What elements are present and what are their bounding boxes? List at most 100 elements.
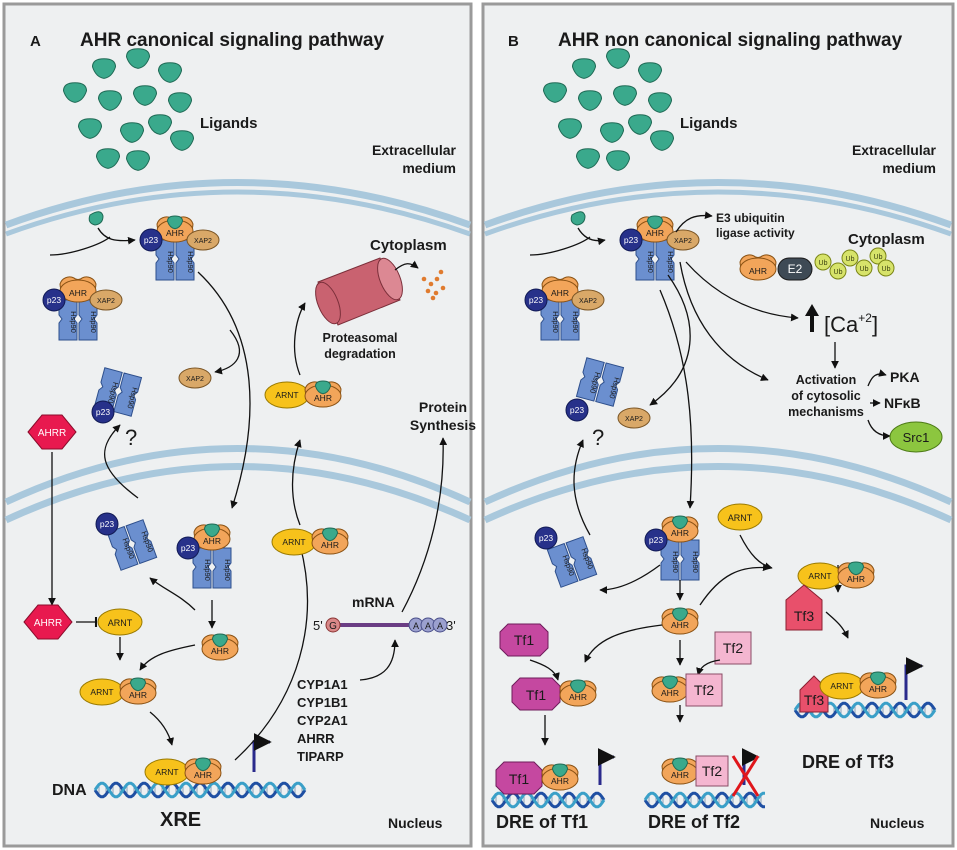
ligand-bind-arrow-a [97,227,136,245]
ahr-label: AHR [847,574,865,584]
question-mark-a: ? [125,425,137,450]
protein-synthesis-label-1: Protein [419,399,467,415]
ligand-icon [599,122,625,143]
ligand-icon [147,114,173,135]
activation-label-1: Activation [796,373,856,387]
p23-label: p23 [181,543,195,553]
tf2-on-dna-label: Tf2 [702,763,722,779]
e3-arrow [675,211,713,233]
ligand-icon [577,90,603,111]
ligand-icon [649,130,675,151]
arnt-dimer-arrow-b [699,563,771,606]
free-ligand-b [570,211,586,226]
ahrr-label-top: AHRR [38,428,66,439]
ligand-icon [167,92,193,113]
ahr-label: AHR [671,770,689,780]
hsp90-label: Hsp90 [671,551,680,573]
xap2-protein: XAP2 [571,289,605,311]
ahrr-label-bottom: AHRR [34,618,62,629]
release-arrow-b [649,274,691,406]
exit-arrow-a [291,439,302,526]
bound-ligand-icon [671,757,689,772]
xap2-protein: XAP2 [89,289,123,311]
ahr-protein: AHR [661,607,699,635]
ahr-protein: AHR [661,515,699,543]
arnt-label: ARNT [282,537,305,547]
ligand-bind-arrow-b [577,227,606,246]
tf1-on-dna-label: Tf1 [509,771,529,787]
ahr-protein: AHR [201,633,239,661]
ahr-protein: AHR [859,671,897,699]
p23-label: p23 [47,295,61,305]
ahr-label: AHR [869,684,887,694]
xap2-label: XAP2 [625,416,643,423]
pka-arrow [867,369,887,387]
xap2-label: XAP2 [194,238,212,245]
hsp90-label: Hsp90 [571,311,580,333]
three-prime-label: 3' [446,618,456,633]
ahr-protein: AHR [119,677,157,705]
question-arrow-b [573,439,591,536]
dna-bind-arrow-a [149,711,174,746]
free-ligand-a [88,211,104,226]
polya-label: A [437,621,443,631]
curve-a [49,236,111,256]
ubiquitin-label: Ub [860,266,869,273]
ahr-protein: AHR [541,276,579,303]
ahr-protein: AHR [156,215,194,243]
ubiquitin-bead [814,253,832,271]
ligand-icon [157,62,183,83]
question-mark-b: ? [592,425,604,450]
ligands-label-a: Ligands [200,115,258,132]
ubiquitin-label: Ub [874,254,883,261]
ligand-icon [119,122,145,143]
p23-label: p23 [96,407,110,417]
arnt-protein: ARNT [271,528,317,556]
ahr-label: AHR [661,688,679,698]
ahr-label: AHR [551,776,569,786]
panel-a-title: AHR canonical signaling pathway [80,30,384,51]
calcium-arrow [685,261,799,322]
ligand-icon [627,114,653,135]
chaperone-return-arrow-a [149,577,196,611]
curve-b [529,236,591,256]
bound-ligand-icon [646,215,664,230]
p23-protein: p23 [565,398,589,422]
ahr-protein: AHR [636,215,674,243]
hsp90-dimer: Hsp90 Hsp90 [635,239,675,281]
dna-label: DNA [52,782,87,799]
hsp90-label: Hsp90 [666,251,675,273]
ligand-icon [97,90,123,111]
ahr-on-dna-tf2: AHR [661,757,699,785]
activation-arrow [679,261,769,381]
activation-label-3: mechanisms [788,405,864,419]
src1-oval: Src1 [889,421,943,453]
ahr-protein: AHR [59,276,97,303]
hsp90-label: Hsp90 [551,311,560,333]
xap2-label: XAP2 [97,298,115,305]
p23-protein: p23 [619,228,643,252]
hsp90-dimer: Hsp90 Hsp90 [540,299,580,341]
release-arrow-a [214,329,241,375]
ligand-icon [125,48,151,69]
ahr-protein: AHR [193,523,231,551]
pka-label: PKA [890,369,920,385]
ligand-icon [91,58,117,79]
ligand-icon [557,118,583,139]
peptide-dot [434,276,440,282]
ligand-icon [612,85,638,106]
hsp90-label: Hsp90 [646,251,655,273]
peptide-fragments [421,269,446,301]
ligand-icon [95,148,121,169]
xap2-label: XAP2 [186,376,204,383]
ahr-label: AHR [203,536,221,546]
ligand-icon [605,48,631,69]
